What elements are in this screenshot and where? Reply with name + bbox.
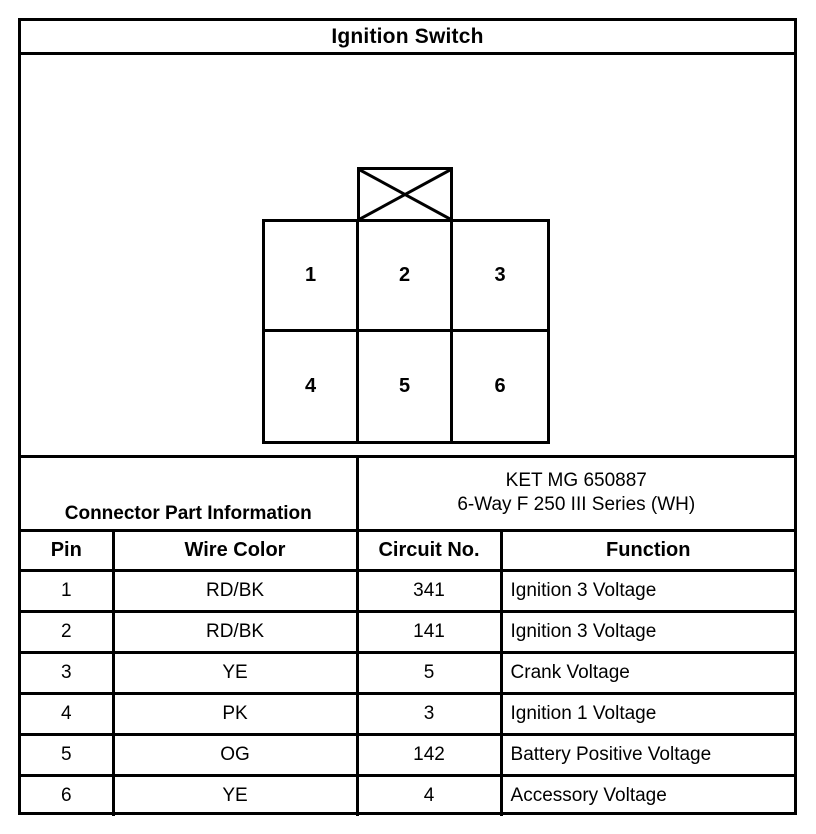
cell-wire-color: YE [111,773,359,816]
keying-tab [357,167,453,222]
cell-circuit-no: 141 [355,609,503,654]
column-header-wire-color: Wire Color [111,528,359,572]
cell-function: Ignition 1 Voltage [499,691,795,736]
cell-pin: 2 [21,609,115,654]
connector-pin-grid: 1 2 3 4 5 6 [262,219,550,444]
column-header-pin: Pin [21,528,115,572]
connector-pin-1: 1 [265,222,359,332]
cell-pin: 6 [21,773,115,816]
table-row: 3 YE 5 Crank Voltage [21,650,795,695]
cell-function: Crank Voltage [499,650,795,695]
cell-function: Ignition 3 Voltage [499,609,795,654]
cell-circuit-no: 142 [355,732,503,777]
connector-pin-6: 6 [494,374,506,397]
connector-part-information-row: Connector Part Information KET MG 650887… [21,458,795,532]
cell-wire-color: YE [111,650,359,695]
table-row: 5 OG 142 Battery Positive Voltage [21,732,795,777]
cell-function: Battery Positive Voltage [499,732,795,777]
cell-pin: 4 [21,691,115,736]
pin-table-header-row: Pin Wire Color Circuit No. Function [21,528,795,572]
page-title: Ignition Switch [331,24,484,48]
cell-circuit-no: 341 [355,568,503,613]
cell-function: Ignition 3 Voltage [499,568,795,613]
connector-pin-4: 4 [265,331,359,441]
connector-part-number: KET MG 650887 [505,469,647,491]
x-cross-icon [360,170,450,219]
connector-pin-5: 5 [359,331,453,441]
diagram-sheet: Ignition Switch 1 2 3 4 5 6 [18,18,797,816]
table-row: 6 YE 4 Accessory Voltage [21,773,795,816]
connector-part-description: 6-Way F 250 III Series (WH) [457,494,696,516]
connector-part-information-label: Connector Part Information [21,458,359,532]
connector-pin-2: 2 [359,222,453,332]
cell-wire-color: OG [111,732,359,777]
connector-part-information-value: KET MG 650887 6-Way F 250 III Series (WH… [355,458,795,532]
cell-wire-color: RD/BK [111,568,359,613]
table-row: 4 PK 3 Ignition 1 Voltage [21,691,795,736]
cell-pin: 5 [21,732,115,777]
cell-pin: 3 [21,650,115,695]
column-header-circuit-no: Circuit No. [355,528,503,572]
cell-wire-color: RD/BK [111,609,359,654]
table-row: 2 RD/BK 141 Ignition 3 Voltage [21,609,795,654]
cell-function: Accessory Voltage [499,773,795,816]
connector-information-table: Connector Part Information KET MG 650887… [21,455,795,816]
cell-circuit-no: 3 [355,691,503,736]
cell-circuit-no: 4 [355,773,503,816]
connector-pin-3: 3 [453,222,547,332]
connector-diagram-area: 1 2 3 4 5 6 [21,55,794,455]
cell-circuit-no: 5 [355,650,503,695]
cell-pin: 1 [21,568,115,613]
column-header-function: Function [499,528,795,572]
title-bar: Ignition Switch [21,21,794,55]
pin-table: Connector Part Information KET MG 650887… [21,458,795,816]
connector-face-view: 1 2 3 4 5 6 [262,167,550,444]
cell-wire-color: PK [111,691,359,736]
table-row: 1 RD/BK 341 Ignition 3 Voltage [21,568,795,613]
